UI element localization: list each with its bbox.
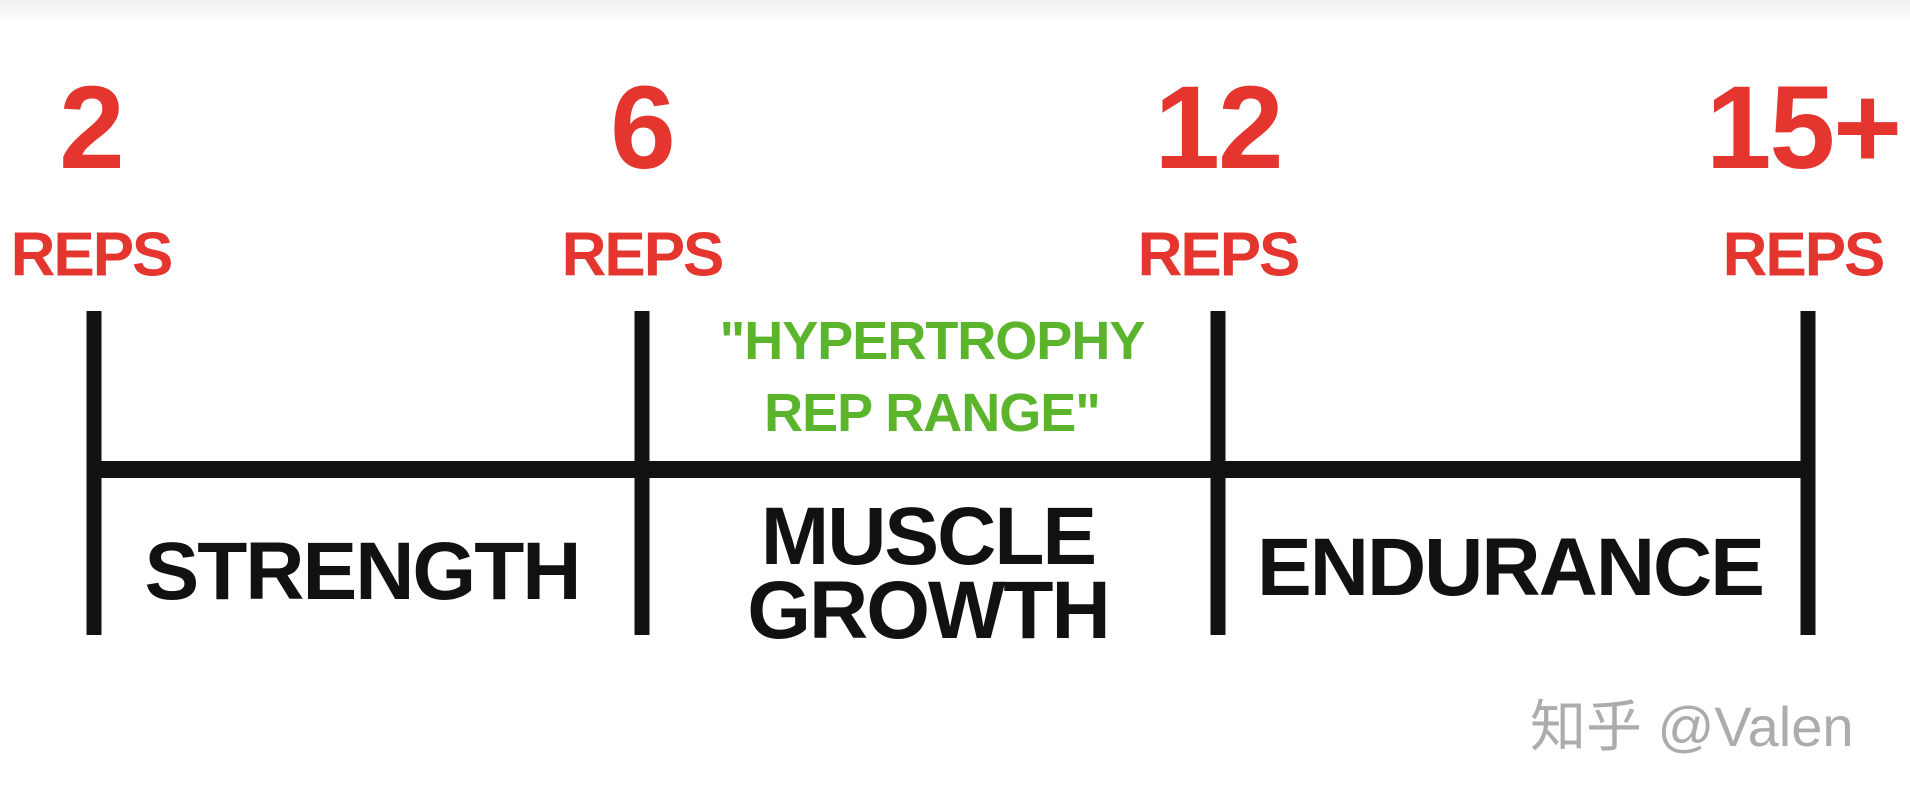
marker-number-15-plus: 15+ <box>1705 62 1902 194</box>
marker-unit: REPS <box>10 220 174 290</box>
marker-unit: REPS <box>561 220 725 290</box>
zone-muscle-line-2: GROWTH <box>747 565 1110 656</box>
zone-strength: STRENGTH <box>144 526 582 617</box>
hypertrophy-line-2: REP RANGE" <box>764 383 1101 443</box>
watermark: 知乎 @Valen <box>1530 695 1854 758</box>
divider-line <box>1800 311 1816 635</box>
marker-unit: REPS <box>1722 220 1886 290</box>
marker-number-12: 12 <box>1154 62 1283 194</box>
zone-endurance: ENDURANCE <box>1257 522 1765 613</box>
zone-muscle-growth: MUSCLE GROWTH <box>747 491 1110 656</box>
marker-unit: REPS <box>1137 220 1301 290</box>
marker-number-6: 6 <box>610 62 676 194</box>
axis-line <box>94 461 1808 478</box>
hypertrophy-label: "HYPERTROPHY REP RANGE" <box>719 305 1146 449</box>
hypertrophy-line-1: "HYPERTROPHY <box>719 311 1146 371</box>
marker-number-2: 2 <box>59 62 125 194</box>
top-band <box>0 0 1910 24</box>
zone-muscle-line-1: MUSCLE <box>760 491 1097 582</box>
